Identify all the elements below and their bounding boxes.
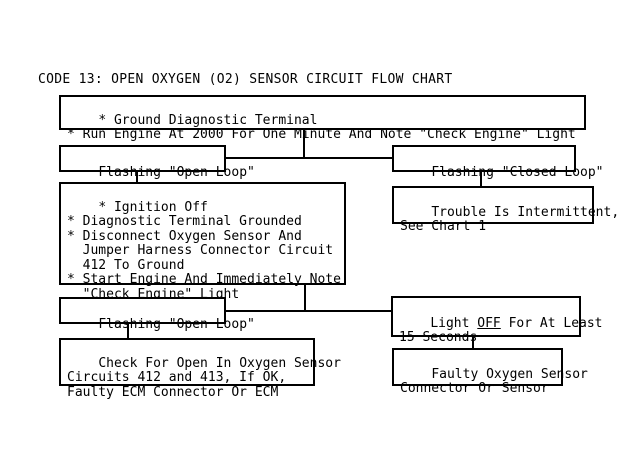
flowchart-box-light-off: Light OFF For At Least 15 Seconds xyxy=(391,296,603,345)
flowchart-box-flashing-open-loop-1-text: Flashing "Open Loop" xyxy=(98,164,255,180)
connector-step1-down xyxy=(303,128,305,158)
flowchart-box-step2: * Ignition Off * Diagnostic Terminal Gro… xyxy=(59,182,346,301)
flowchart-box-flashing-closed-loop-text: Flashing "Closed Loop" xyxy=(431,164,604,180)
flowchart-box-step2-text: * Ignition Off * Diagnostic Terminal Gro… xyxy=(67,199,341,302)
connector-split2-horizontal xyxy=(226,310,391,312)
connector-step2-down xyxy=(304,284,306,312)
connector-light-off-down xyxy=(472,335,474,349)
flowchart-box-step1: * Ground Diagnostic Terminal * Run Engin… xyxy=(59,95,586,142)
flowchart-box-light-off-underlined: OFF xyxy=(477,315,501,331)
flowchart-box-flashing-closed-loop: Flashing "Closed Loop" xyxy=(392,145,604,179)
flowchart-box-trouble-intermittent-text: Trouble Is Intermittent, See Chart 1 xyxy=(400,204,620,234)
page-title: CODE 13: OPEN OXYGEN (O2) SENSOR CIRCUIT… xyxy=(38,72,453,87)
flowchart-box-faulty-oxygen-sensor: Faulty Oxygen Sensor Connector Or Sensor xyxy=(392,348,588,396)
flowchart-box-flashing-open-loop-1: Flashing "Open Loop" xyxy=(59,145,255,179)
flowchart-box-light-off-line2: 15 Seconds xyxy=(399,330,478,345)
connector-open-loop-2-down xyxy=(127,323,129,339)
flowchart-box-faulty-oxygen-sensor-text: Faulty Oxygen Sensor Connector Or Sensor xyxy=(400,366,588,396)
connector-closed-loop-down xyxy=(480,170,482,187)
connector-open-loop-1-down xyxy=(136,170,138,183)
flowchart-box-check-for-open: Check For Open In Oxygen Sensor Circuits… xyxy=(59,338,341,399)
flowchart-box-light-off-line1-post: For At Least xyxy=(500,315,603,331)
flowchart-box-check-for-open-text: Check For Open In Oxygen Sensor Circuits… xyxy=(67,355,341,400)
flowchart-box-step1-text: * Ground Diagnostic Terminal * Run Engin… xyxy=(67,112,576,142)
flowchart-box-light-off-line1-pre: Light xyxy=(430,315,478,331)
connector-split1-horizontal xyxy=(226,157,392,159)
flowchart-box-flashing-open-loop-2-text: Flashing "Open Loop" xyxy=(98,316,255,332)
flowchart-box-flashing-open-loop-2: Flashing "Open Loop" xyxy=(59,297,255,331)
flowchart-box-trouble-intermittent: Trouble Is Intermittent, See Chart 1 xyxy=(392,186,619,234)
